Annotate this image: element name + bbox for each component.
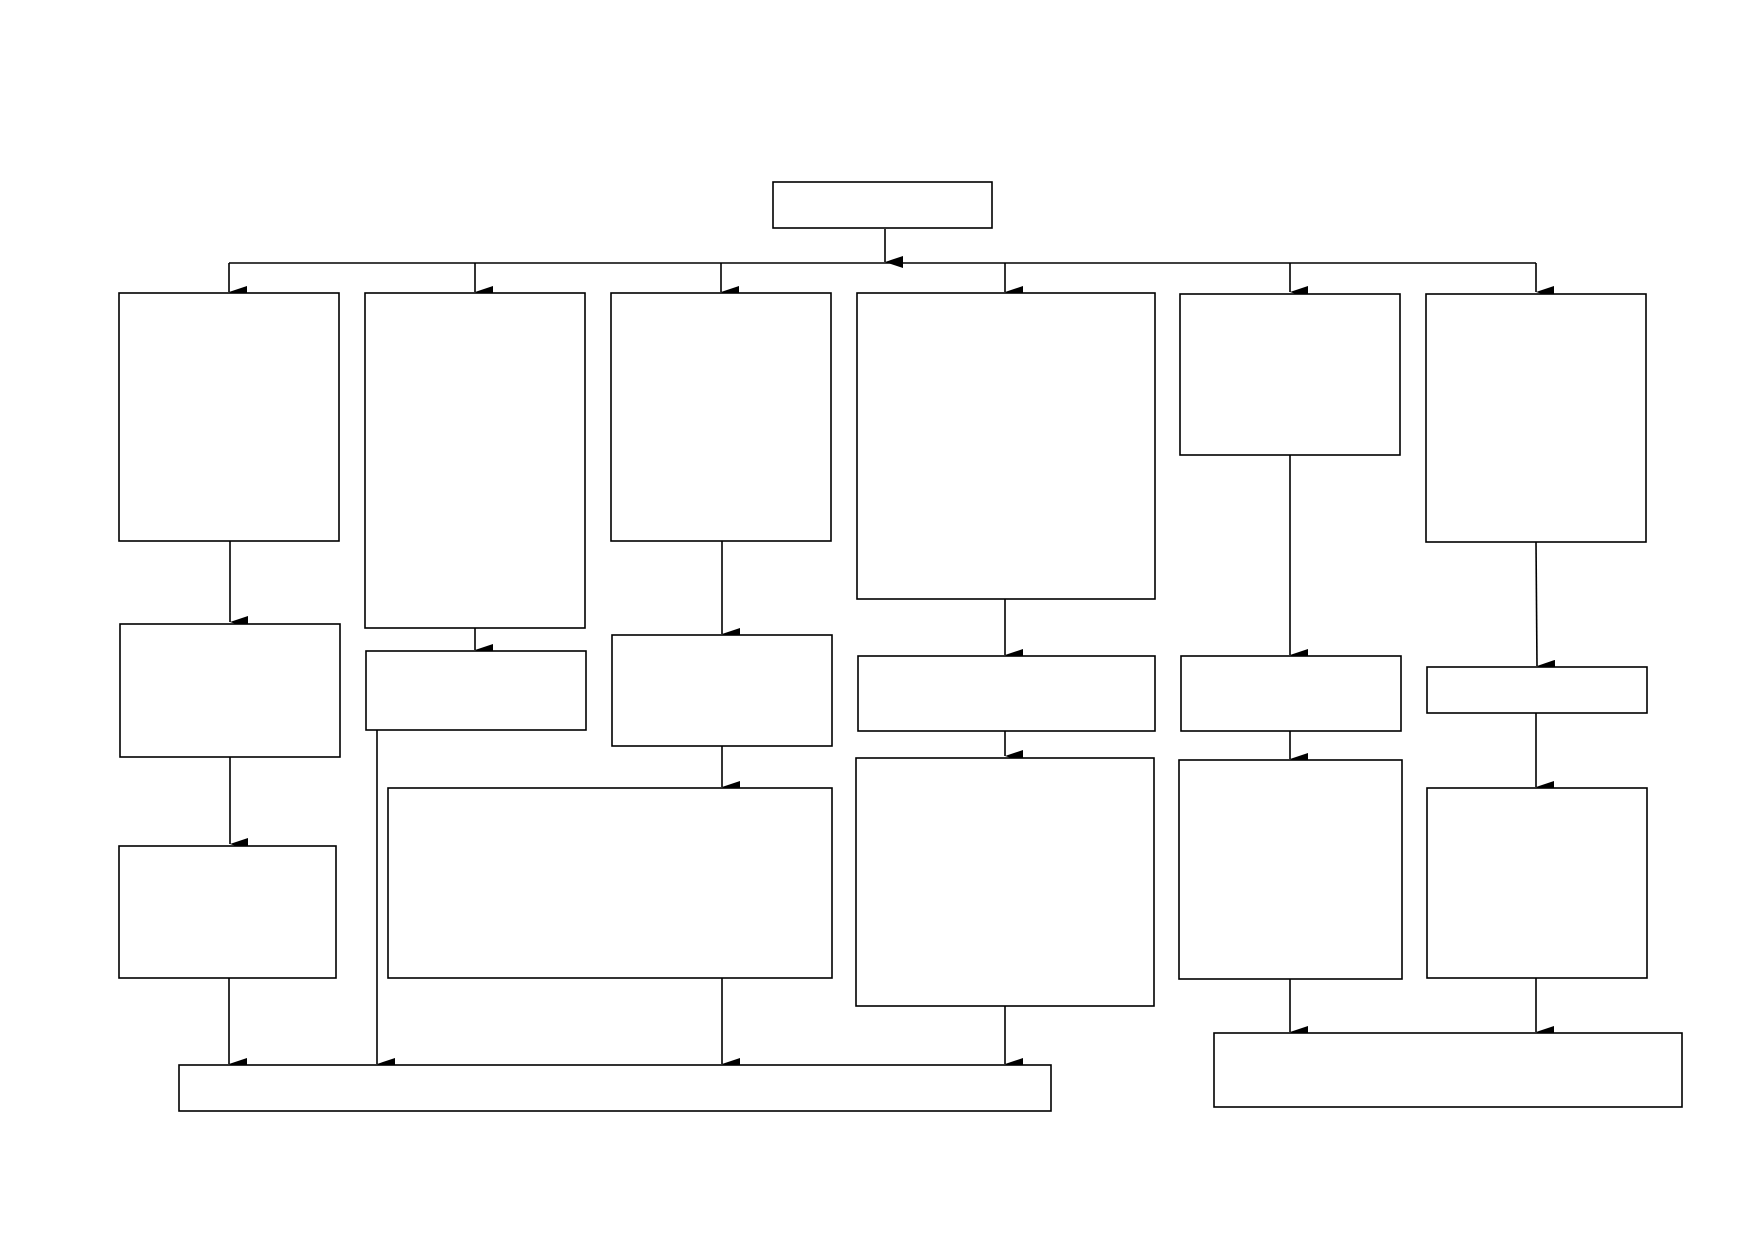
node-c2-mid: [365, 650, 587, 731]
node-c6-top: [1425, 293, 1647, 543]
node-bottom-left: [178, 1064, 1052, 1112]
node-c2-top: [364, 292, 586, 629]
node-c6-low: [1426, 787, 1648, 979]
node-c4-low: [855, 757, 1155, 1007]
node-bottom-right: [1213, 1032, 1683, 1108]
node-c5-low: [1178, 759, 1403, 980]
node-c23-low: [387, 787, 833, 979]
edges: [228, 229, 1556, 1070]
node-c6-mid: [1426, 666, 1648, 714]
node-c5-mid: [1180, 655, 1402, 732]
node-c3-top: [610, 292, 832, 542]
node-root: [772, 181, 993, 229]
node-c4-mid: [857, 655, 1156, 732]
node-c1-top: [118, 292, 340, 542]
node-c3-mid: [611, 634, 833, 747]
node-c5-top: [1179, 293, 1401, 456]
nodes: [118, 181, 1683, 1112]
node-c1-low: [118, 845, 337, 979]
edge-c6-top-to-mid: [1535, 541, 1556, 672]
node-c4-top: [856, 292, 1156, 600]
node-c1-mid: [119, 623, 341, 758]
